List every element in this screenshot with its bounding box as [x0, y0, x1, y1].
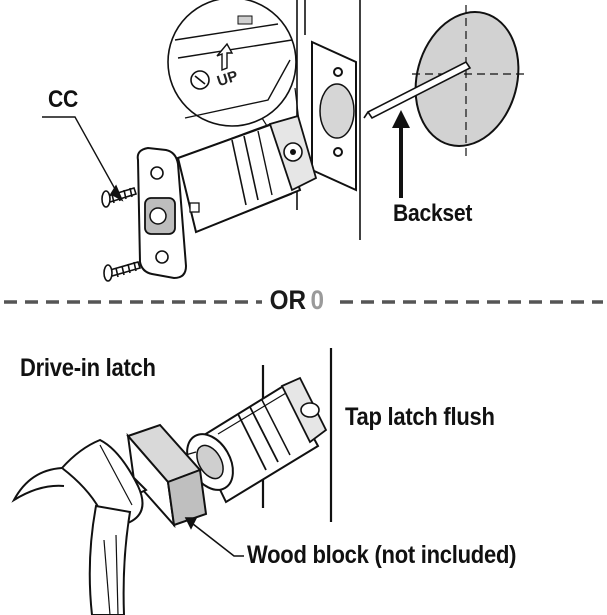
backset-arrow [392, 110, 410, 198]
screw-upper [101, 187, 138, 208]
hammer [11, 438, 148, 615]
door-edge-plate [311, 40, 357, 192]
bore-hole [412, 5, 525, 160]
or-label: OR [269, 285, 307, 315]
wood-block-label: Wood block (not included) [247, 541, 517, 569]
or-number: 0 [310, 285, 325, 315]
latch-top [136, 114, 318, 280]
wood-block [126, 423, 208, 529]
backset-bar [363, 60, 472, 120]
cc-label: CC [48, 86, 78, 113]
drive-in-latch-label: Drive-in latch [20, 354, 156, 382]
cc-arrow [42, 116, 124, 202]
wood-block-arrow [184, 517, 244, 557]
tap-latch-flush-label: Tap latch flush [345, 403, 495, 431]
backset-label: Backset [393, 200, 473, 227]
magnified-detail [167, 0, 297, 127]
screw-lower [103, 261, 142, 282]
